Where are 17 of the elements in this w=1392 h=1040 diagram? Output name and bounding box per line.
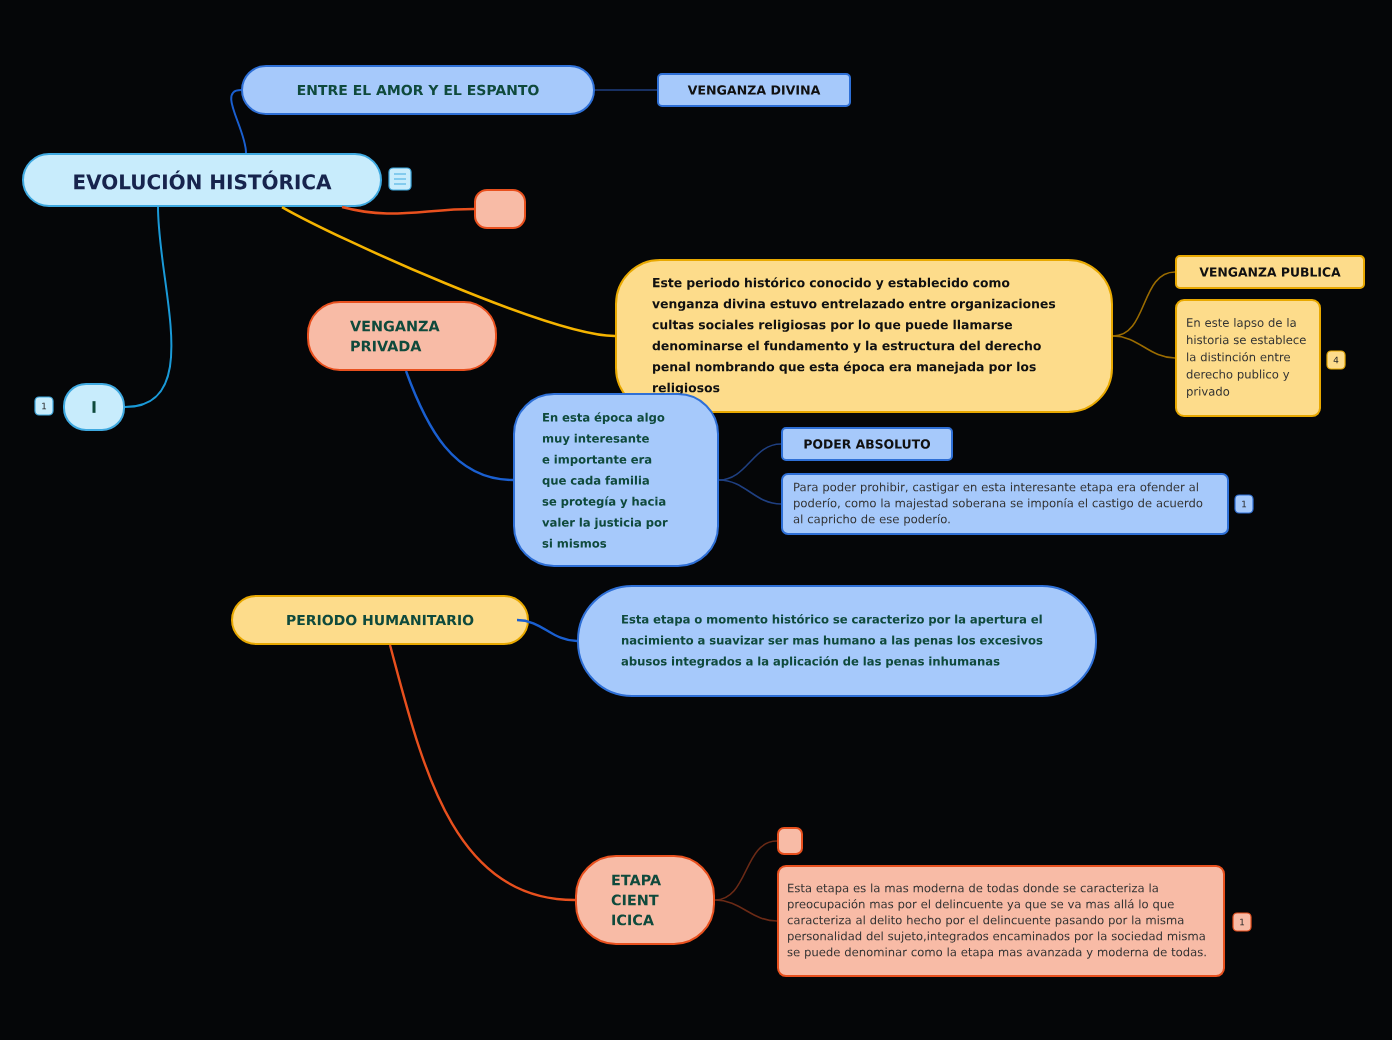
connector (124, 206, 173, 408)
connector (388, 644, 576, 902)
connector (1112, 335, 1176, 359)
connector (404, 370, 514, 482)
empty-box (474, 189, 526, 229)
empty-box (777, 827, 803, 855)
connector (230, 89, 247, 154)
connector (714, 840, 778, 901)
topic-box: EVOLUCIÓN HISTÓRICA (22, 153, 382, 207)
connector (714, 899, 778, 922)
connector (594, 89, 658, 91)
connector (718, 479, 782, 505)
connector (516, 618, 578, 643)
connector (1112, 271, 1176, 337)
connector (718, 443, 782, 481)
connector (341, 205, 475, 215)
connector (281, 205, 616, 338)
